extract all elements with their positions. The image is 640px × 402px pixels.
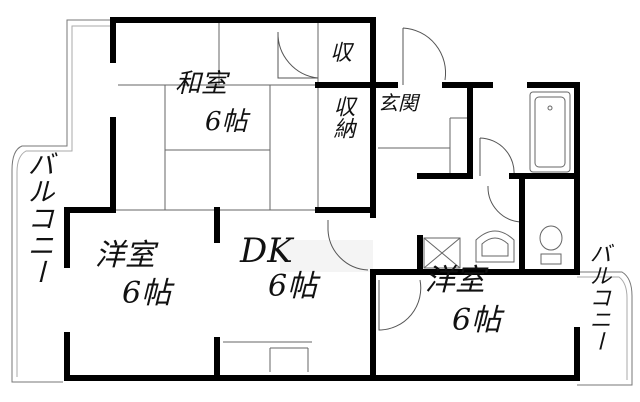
dk-label: DK — [239, 231, 295, 271]
door-swings — [277, 27, 523, 331]
washitsu-label: 和室 — [175, 69, 231, 99]
balcony-right-label: バルコニー — [586, 242, 611, 352]
youshitsu-left-size: 6帖 — [122, 276, 175, 311]
youshitsu-right-label: 洋室 — [425, 263, 489, 298]
closet-label: 収納 — [330, 95, 356, 139]
balcony-right-outline — [577, 271, 633, 386]
genkan-label: 玄関 — [378, 91, 421, 115]
youshitsu-right-size: 6帖 — [452, 303, 505, 338]
youshitsu-left-label: 洋室 — [95, 238, 159, 273]
balcony-left-label: バルコニー — [23, 150, 54, 285]
washitsu-size: 6帖 — [205, 107, 252, 137]
balcony-left-outline — [11, 19, 113, 383]
dk-size: 6帖 — [268, 269, 321, 304]
closet-small-label: 収 — [330, 41, 355, 66]
walls — [64, 17, 580, 381]
